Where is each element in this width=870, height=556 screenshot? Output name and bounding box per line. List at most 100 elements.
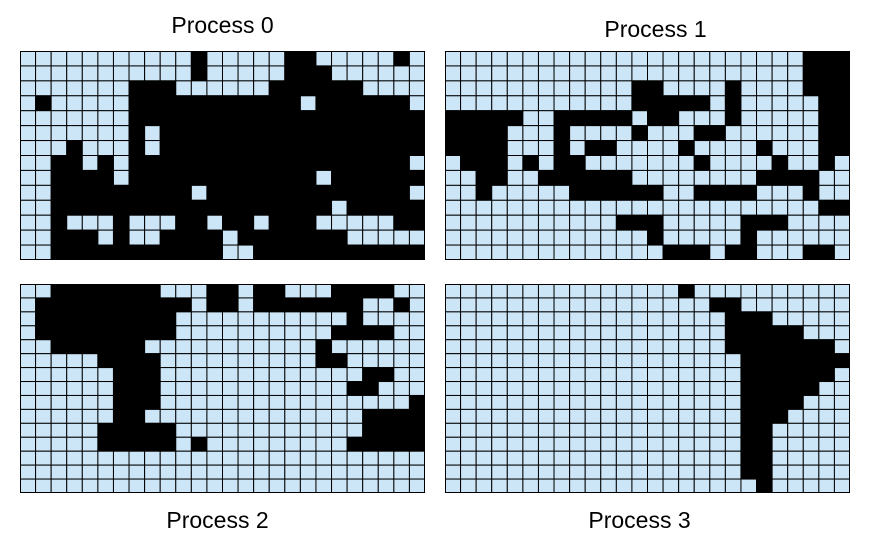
ocean-cell bbox=[222, 311, 239, 327]
ocean-cell bbox=[237, 244, 255, 260]
ocean-cell bbox=[393, 478, 410, 493]
ocean-cell bbox=[771, 110, 789, 127]
ocean-cell bbox=[112, 65, 130, 82]
land-cell bbox=[299, 229, 317, 246]
ocean-cell bbox=[175, 311, 192, 327]
ocean-cell bbox=[600, 422, 617, 438]
land-cell bbox=[222, 199, 239, 216]
land-cell bbox=[237, 125, 255, 142]
land-cell bbox=[693, 95, 711, 112]
ocean-cell bbox=[693, 229, 711, 246]
ocean-cell bbox=[299, 367, 317, 383]
ocean-cell bbox=[20, 95, 37, 112]
ocean-cell bbox=[35, 51, 52, 67]
ocean-cell bbox=[445, 155, 462, 171]
ocean-cell bbox=[97, 408, 114, 424]
ocean-cell bbox=[522, 125, 539, 142]
ocean-cell bbox=[190, 408, 208, 424]
ocean-cell bbox=[615, 229, 633, 246]
land-cell bbox=[802, 381, 820, 396]
ocean-cell bbox=[584, 436, 602, 452]
land-cell bbox=[647, 110, 664, 127]
land-cell bbox=[112, 199, 130, 216]
ocean-cell bbox=[787, 110, 804, 127]
land-cell bbox=[175, 155, 192, 171]
ocean-cell bbox=[647, 478, 664, 493]
ocean-cell bbox=[35, 140, 52, 156]
ocean-cell bbox=[81, 408, 99, 424]
ocean-cell bbox=[756, 80, 773, 97]
land-cell bbox=[175, 125, 192, 142]
land-cell bbox=[802, 80, 820, 97]
ocean-cell bbox=[377, 339, 395, 355]
ocean-cell bbox=[112, 51, 130, 67]
land-cell bbox=[346, 325, 364, 341]
grid-border bbox=[445, 51, 850, 260]
ocean-cell bbox=[408, 229, 425, 246]
land-cell bbox=[268, 140, 286, 156]
ocean-cell bbox=[346, 367, 364, 383]
ocean-cell bbox=[647, 169, 664, 186]
ocean-cell bbox=[20, 353, 37, 369]
ocean-cell bbox=[553, 450, 571, 466]
ocean-cell bbox=[740, 65, 758, 82]
ocean-cell bbox=[20, 422, 37, 438]
ocean-cell bbox=[299, 353, 317, 369]
ocean-cell bbox=[408, 155, 425, 171]
ocean-cell bbox=[20, 229, 37, 246]
ocean-cell bbox=[50, 51, 68, 67]
ocean-cell bbox=[35, 394, 52, 410]
ocean-cell bbox=[35, 65, 52, 82]
ocean-cell bbox=[569, 422, 586, 438]
ocean-cell bbox=[491, 284, 508, 299]
ocean-cell bbox=[475, 284, 493, 299]
ocean-cell bbox=[222, 80, 239, 97]
ocean-cell bbox=[678, 214, 695, 231]
ocean-cell bbox=[631, 311, 648, 327]
ocean-cell bbox=[833, 478, 850, 493]
ocean-cell bbox=[377, 394, 395, 410]
land-cell bbox=[600, 184, 617, 201]
ocean-cell bbox=[20, 478, 37, 493]
ocean-cell bbox=[460, 80, 477, 97]
ocean-cell bbox=[553, 353, 571, 369]
ocean-cell bbox=[206, 339, 223, 355]
land-cell bbox=[97, 169, 114, 186]
ocean-cell bbox=[35, 244, 52, 260]
ocean-cell bbox=[506, 125, 524, 142]
ocean-cell bbox=[631, 381, 648, 396]
ocean-cell bbox=[506, 408, 524, 424]
ocean-cell bbox=[662, 450, 680, 466]
ocean-cell bbox=[81, 110, 99, 127]
ocean-cell bbox=[615, 450, 633, 466]
ocean-cell bbox=[678, 464, 695, 480]
ocean-cell bbox=[740, 155, 758, 171]
land-cell bbox=[756, 450, 773, 466]
ocean-cell bbox=[222, 367, 239, 383]
ocean-cell bbox=[315, 394, 333, 410]
land-cell bbox=[362, 367, 379, 383]
land-cell bbox=[647, 95, 664, 112]
ocean-cell bbox=[522, 169, 539, 186]
ocean-cell bbox=[175, 408, 192, 424]
ocean-cell bbox=[584, 65, 602, 82]
ocean-cell bbox=[81, 422, 99, 438]
ocean-cell bbox=[35, 199, 52, 216]
ocean-cell bbox=[600, 244, 617, 260]
ocean-cell bbox=[787, 478, 804, 493]
land-cell bbox=[362, 381, 379, 396]
ocean-cell bbox=[693, 339, 711, 355]
ocean-cell bbox=[537, 464, 555, 480]
ocean-cell bbox=[787, 155, 804, 171]
ocean-cell bbox=[833, 184, 850, 201]
land-cell bbox=[833, 51, 850, 67]
land-cell bbox=[756, 478, 773, 493]
ocean-cell bbox=[331, 214, 348, 231]
ocean-cell bbox=[284, 353, 301, 369]
ocean-cell bbox=[553, 284, 571, 299]
ocean-cell bbox=[833, 450, 850, 466]
land-cell bbox=[491, 110, 508, 127]
land-cell bbox=[112, 381, 130, 396]
ocean-cell bbox=[445, 436, 462, 452]
ocean-cell bbox=[20, 155, 37, 171]
